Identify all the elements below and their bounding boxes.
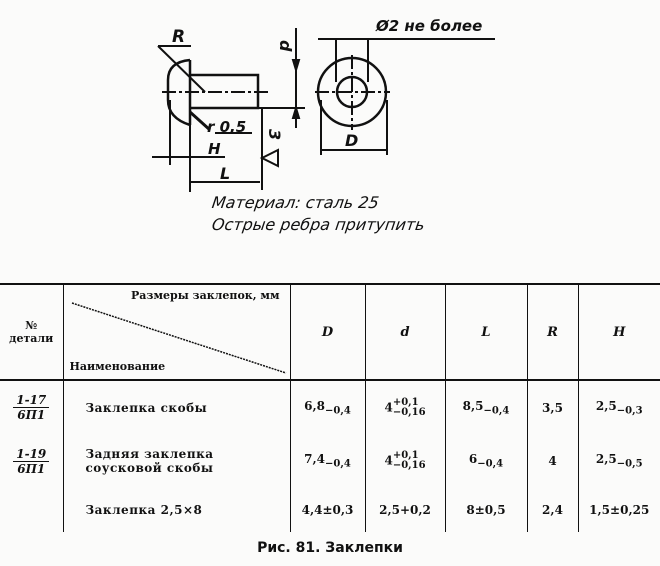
rivet-drawing: R r 0,5 H L 3 d D Ø2 не более bbox=[152, 17, 495, 192]
label-D: D bbox=[345, 131, 358, 150]
label-R: R bbox=[172, 27, 185, 47]
cell-D: 7,4−0,4 bbox=[289, 434, 365, 488]
rivet-end-view bbox=[315, 38, 495, 155]
header-part-no: № детали bbox=[9, 319, 54, 345]
header-name: Наименование bbox=[69, 360, 166, 373]
cell-H: 2,5−0,5 bbox=[577, 434, 660, 488]
label-L: L bbox=[220, 164, 230, 183]
header-sizes: Размеры заклепок, мм bbox=[131, 289, 280, 302]
part-no bbox=[0, 488, 63, 532]
cell-d: 4+0,1−0,16 bbox=[364, 434, 445, 488]
part-name: Задняя заклепка соусковой скобы bbox=[62, 434, 290, 488]
figure-caption: Рис. 81. Заклепки bbox=[257, 540, 403, 556]
table-row: Заклепка 2,5×8 4,4±0,3 2,5+0,2 8±0,5 2,4… bbox=[0, 488, 660, 532]
header-diagonal: Размеры заклепок, мм Наименование bbox=[62, 284, 290, 380]
header-H: H bbox=[577, 284, 660, 380]
cell-D: 4,4±0,3 bbox=[289, 488, 365, 532]
label-d: d bbox=[276, 40, 295, 52]
cell-R: 3,5 bbox=[526, 380, 578, 434]
label-r: r 0,5 bbox=[207, 118, 246, 136]
material-note: Материал: сталь 25 bbox=[210, 193, 381, 212]
header-R: R bbox=[526, 284, 578, 380]
cell-R: 2,4 bbox=[526, 488, 578, 532]
part-name: Заклепка скобы bbox=[62, 380, 290, 434]
cell-L: 6−0,4 bbox=[444, 434, 527, 488]
cell-H: 2,5−0,3 bbox=[577, 380, 660, 434]
cell-R: 4 bbox=[526, 434, 578, 488]
cell-H: 1,5±0,25 bbox=[577, 488, 660, 532]
cell-d: 2,5+0,2 bbox=[364, 488, 445, 532]
cell-D: 6,8−0,4 bbox=[289, 380, 365, 434]
label-hole: Ø2 не более bbox=[375, 17, 482, 35]
cell-L: 8±0,5 bbox=[444, 488, 527, 532]
cell-d: 4+0,1−0,16 bbox=[364, 380, 445, 434]
rivet-table: № детали Размеры заклепок, мм Наименован… bbox=[0, 283, 660, 532]
part-name: Заклепка 2,5×8 bbox=[62, 488, 290, 532]
header-d: d bbox=[364, 284, 445, 380]
header-D: D bbox=[289, 284, 365, 380]
edges-note: Острые ребра притупить bbox=[210, 215, 427, 234]
label-roughness: 3 bbox=[265, 129, 284, 140]
rivet-side-view bbox=[152, 28, 305, 192]
cell-L: 8,5−0,4 bbox=[444, 380, 527, 434]
label-H: H bbox=[208, 140, 221, 158]
table-header: № детали Размеры заклепок, мм Наименован… bbox=[0, 284, 660, 380]
header-L: L bbox=[444, 284, 527, 380]
